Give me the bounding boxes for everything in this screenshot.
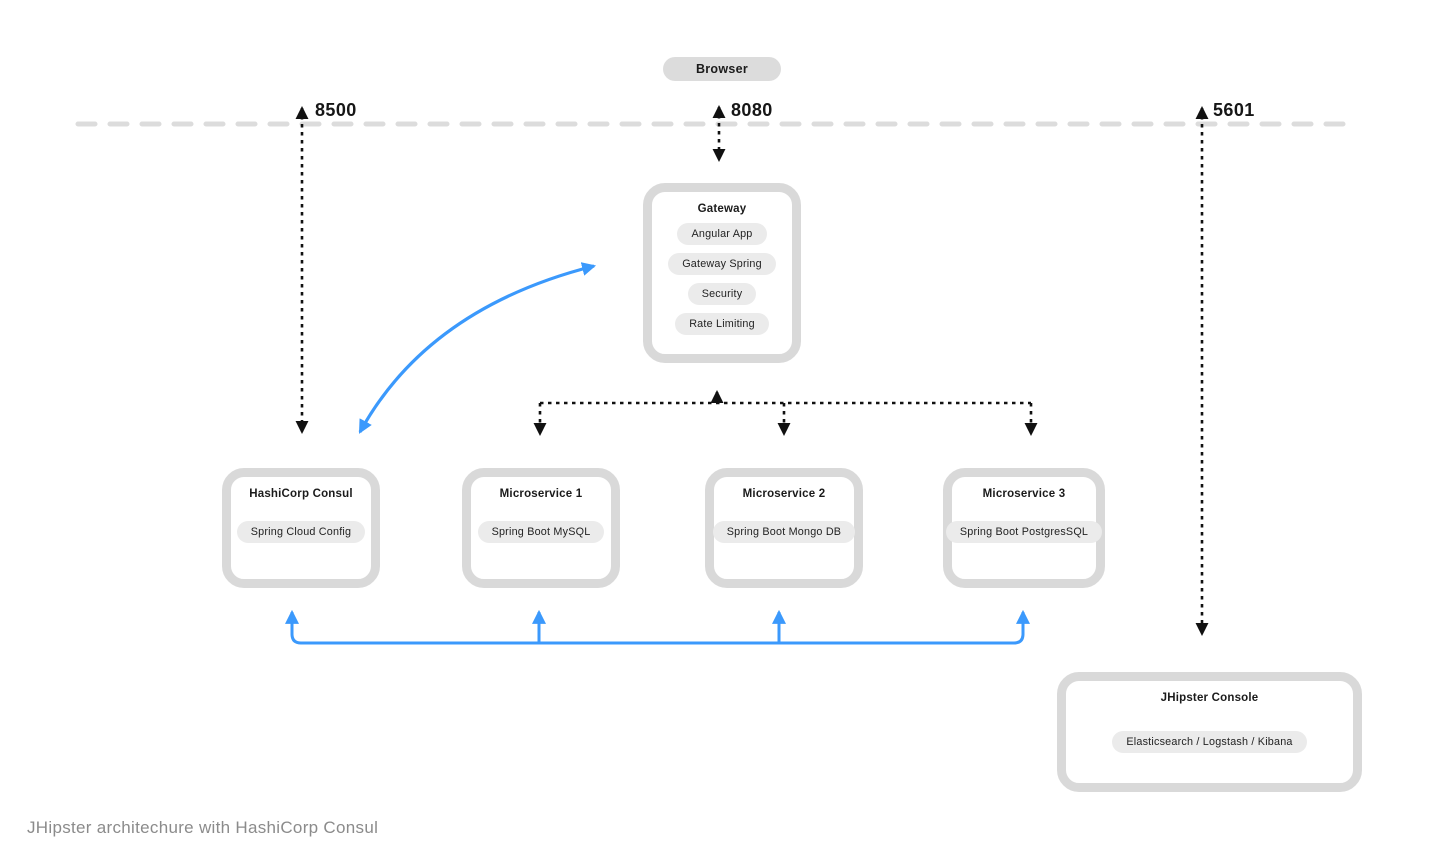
browser-node: Browser — [663, 57, 781, 81]
gateway-title: Gateway — [697, 203, 747, 215]
console-pill-elasticsearch-logstash-kibana: Elasticsearch / Logstash / Kibana — [1112, 731, 1307, 753]
gateway-pill-rate-limiting: Rate Limiting — [675, 313, 769, 335]
hashicorp-consul-node: HashiCorp Consul Spring Cloud Config — [222, 468, 380, 588]
service-registry-bus — [285, 609, 1030, 645]
hashicorp-consul-title: HashiCorp Consul — [249, 488, 353, 500]
port-label-8500: 8500 — [315, 100, 357, 120]
microservice-2-title: Microservice 2 — [742, 488, 826, 500]
jhipster-console-title: JHipster Console — [1160, 692, 1259, 704]
consul-gateway-curved-arrow — [358, 262, 597, 434]
microservice-2-pill-spring-boot-mongo-db: Spring Boot Mongo DB — [712, 521, 856, 543]
microservice-1-title: Microservice 1 — [499, 488, 583, 500]
microservice-2-node: Microservice 2 Spring Boot Mongo DB — [705, 468, 863, 588]
port-label-8080: 8080 — [731, 100, 773, 120]
gateway-pill-security: Security — [687, 283, 757, 305]
gateway-node: Gateway Angular App Gateway Spring Secur… — [643, 183, 801, 363]
microservice-1-pill-spring-boot-mysql: Spring Boot MySQL — [477, 521, 605, 543]
jhipster-console-node: JHipster Console Elasticsearch / Logstas… — [1057, 672, 1362, 792]
microservice-3-node: Microservice 3 Spring Boot PostgresSQL — [943, 468, 1105, 588]
microservice-1-node: Microservice 1 Spring Boot MySQL — [462, 468, 620, 588]
browser-label: Browser — [695, 62, 749, 76]
diagram-caption: JHipster architechure with HashiCorp Con… — [27, 818, 379, 837]
gateway-pill-angular-app: Angular App — [677, 223, 767, 245]
microservice-3-title: Microservice 3 — [982, 488, 1066, 500]
microservice-3-pill-spring-boot-postgressql: Spring Boot PostgresSQL — [945, 521, 1103, 543]
port-label-5601: 5601 — [1213, 100, 1255, 120]
consul-pill-spring-cloud-config: Spring Cloud Config — [236, 521, 366, 543]
gateway-pill-gateway-spring: Gateway Spring — [668, 253, 776, 275]
gateway-to-microservices-connector — [533, 390, 1038, 436]
